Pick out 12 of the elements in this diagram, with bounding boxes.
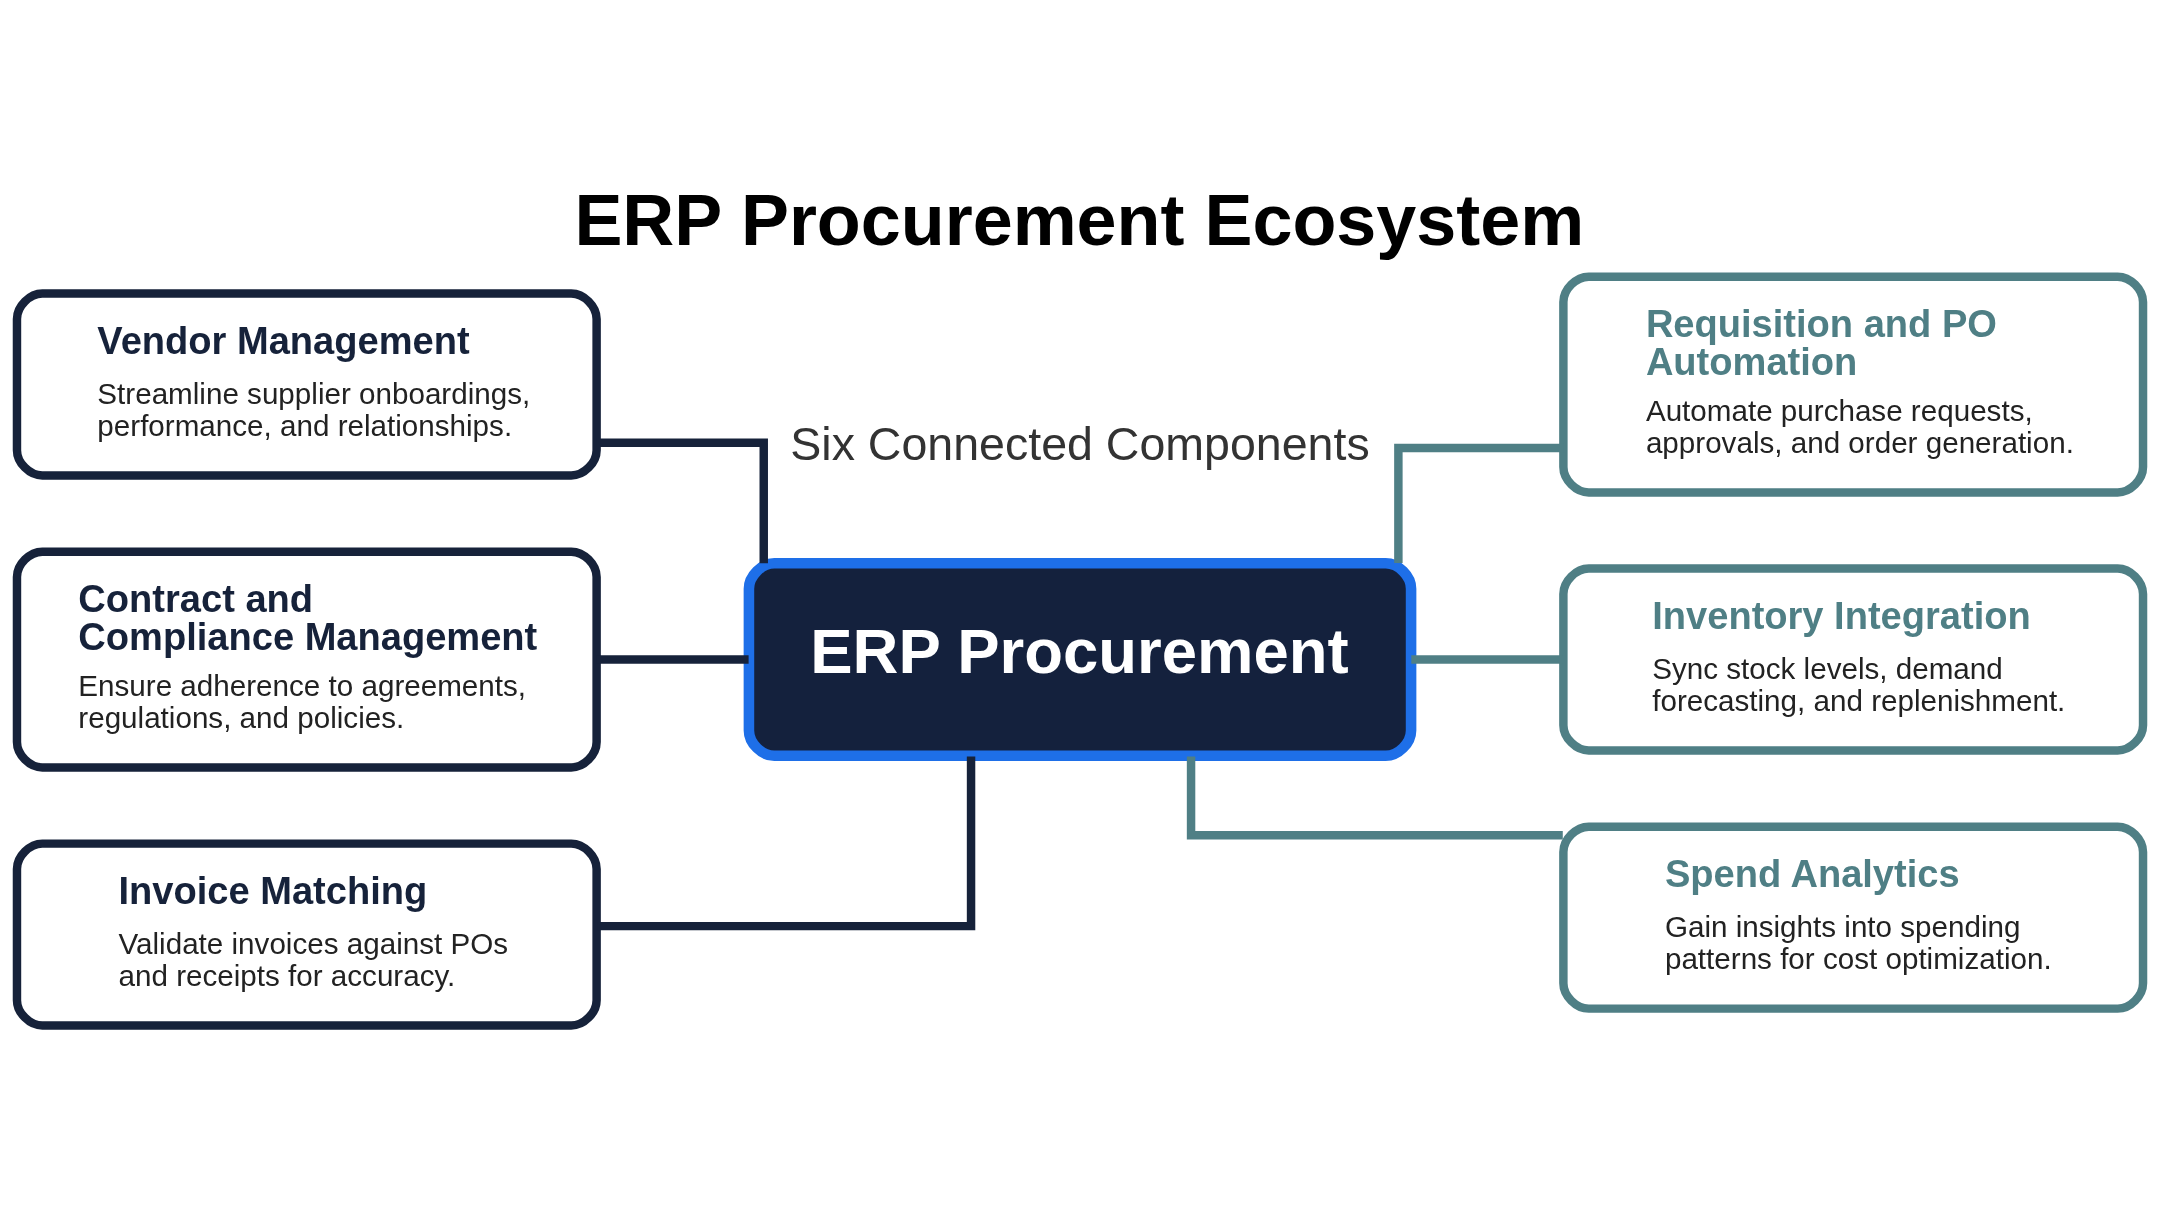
connector <box>1186 756 1563 839</box>
node-box: Contract and Compliance Management Ensure adherence to agreements, regulations, and policies. <box>12 546 601 772</box>
connector <box>1411 654 1563 664</box>
diagram-title: ERP Procurement Ecosystem <box>574 179 1585 260</box>
node-box: Inventory Integration Sync stock levels, demand forecasting, and replenishment. <box>1559 563 2148 755</box>
node-box: ERP Procurement <box>743 557 1417 761</box>
label: Six Connected Components <box>790 417 1370 470</box>
connector <box>597 756 976 930</box>
node-box: Vendor Management Streamline supplier onboardings, performance, and relationships. <box>12 288 601 480</box>
node-box: Requisition and PO Automation Automate purchase requests, approvals, and order generation. <box>1559 271 2148 497</box>
node-box: Invoice Matching Validate invoices against POs and receipts for accuracy. <box>12 838 601 1030</box>
node-box: Spend Analytics Gain insights into spending patterns for cost optimization. <box>1559 821 2148 1013</box>
